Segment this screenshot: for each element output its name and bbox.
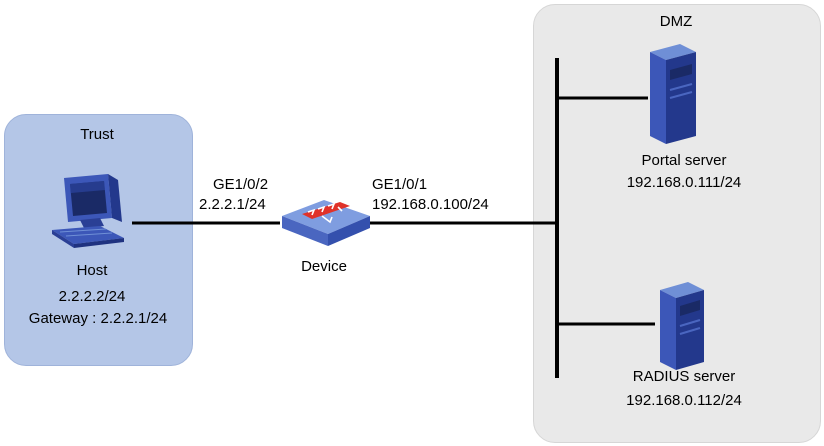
portal-server-ip: 192.168.0.111/24 <box>626 174 742 191</box>
radius-server-ip: 192.168.0.112/24 <box>626 392 742 409</box>
firewall-device-icon <box>282 200 370 246</box>
device-right-interface-ip: 192.168.0.100/24 <box>372 196 489 213</box>
dmz-zone-label: DMZ <box>659 13 693 30</box>
server-icon <box>660 282 704 370</box>
radius-server-name: RADIUS server <box>632 368 736 385</box>
device-right-interface-name: GE1/0/1 <box>372 176 428 193</box>
host-name: Host <box>76 262 108 279</box>
portal-server-name: Portal server <box>641 152 727 169</box>
device-left-interface-name: GE1/0/2 <box>213 176 269 193</box>
trust-zone-label: Trust <box>80 126 114 143</box>
computer-icon <box>52 174 124 248</box>
device-left-interface-ip: 2.2.2.1/24 <box>199 196 266 213</box>
host-gateway: Gateway : 2.2.2.1/24 <box>28 310 168 327</box>
host-ip: 2.2.2.2/24 <box>58 288 126 305</box>
server-icon <box>650 44 696 144</box>
device-name: Device <box>301 258 347 275</box>
